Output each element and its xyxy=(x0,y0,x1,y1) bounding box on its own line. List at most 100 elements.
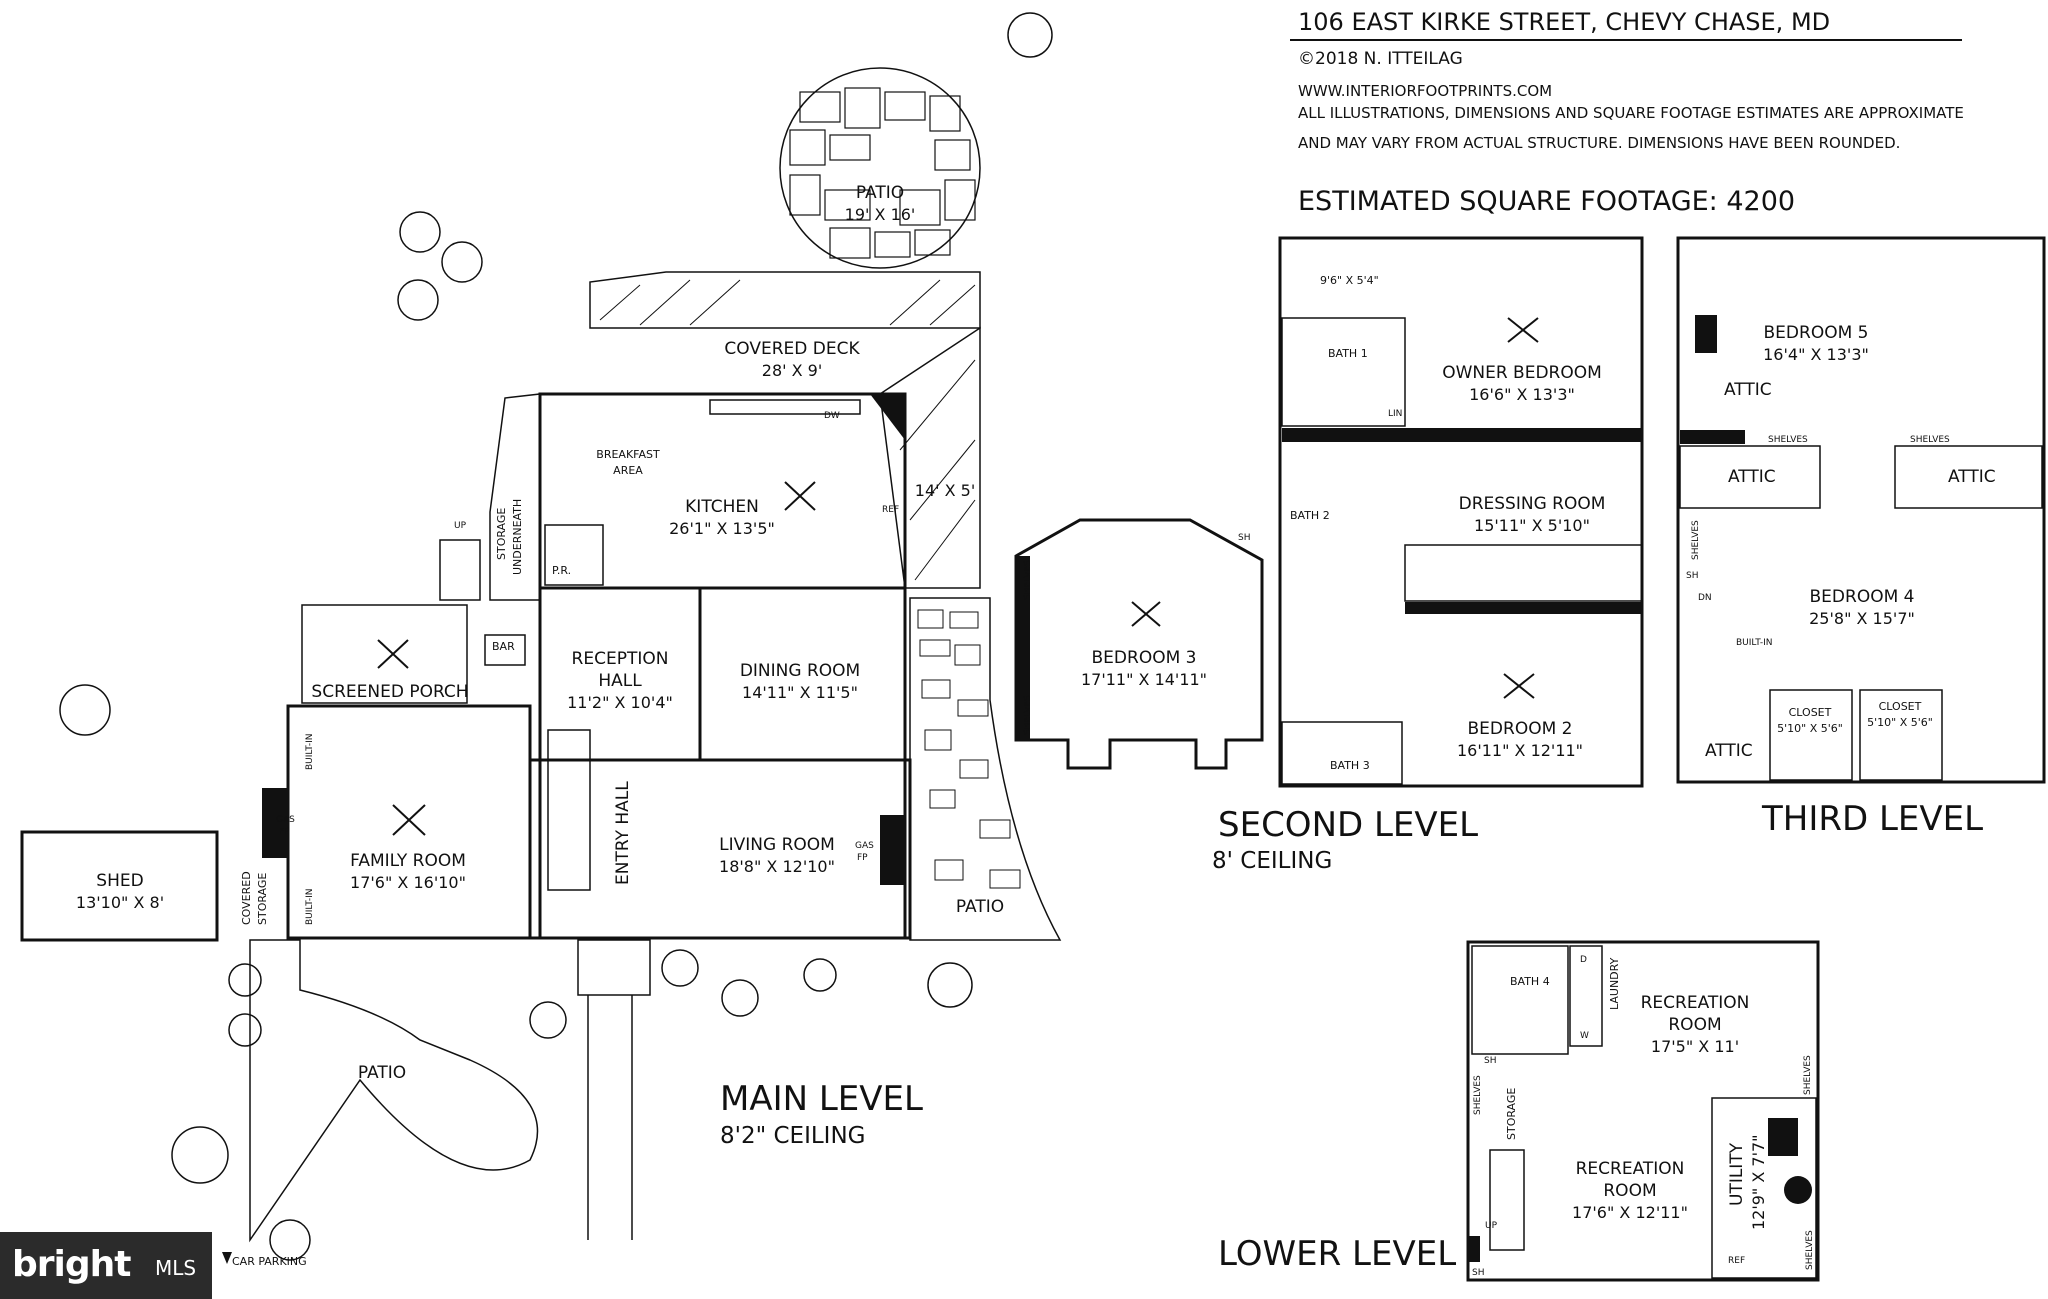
fan-icon xyxy=(784,481,816,511)
bedroom3-shelves-bottom: SHELVES xyxy=(1023,695,1033,735)
fridge-label: REF xyxy=(882,505,899,515)
bright-mls-logo: bright MLS xyxy=(0,1232,212,1299)
third-level-title: THIRD LEVEL xyxy=(1761,799,1983,839)
rec1-label-1: RECREATION xyxy=(1641,993,1750,1013)
owner-bedroom-dim: 16'6" X 13'3" xyxy=(1469,385,1575,404)
bath4-outline xyxy=(1471,945,1569,1055)
breakfast-label-1: BREAKFAST xyxy=(596,448,660,461)
bedroom3-sh-label: SH xyxy=(1238,533,1250,543)
lower-level-title: LOWER LEVEL xyxy=(1218,1234,1456,1274)
storage-label-2: UNDERNEATH xyxy=(511,499,524,575)
bedroom2-dim: 16'11" X 12'11" xyxy=(1457,741,1583,760)
attic-label-1: ATTIC xyxy=(1724,380,1772,400)
bedroom3-shelves-top: SHELVES xyxy=(1023,560,1033,600)
kitchen-label: KITCHEN xyxy=(685,497,759,517)
powder-room-label: P.R. xyxy=(552,564,571,577)
living-gas-fp-b: FP xyxy=(857,853,868,863)
reception-dining-walls xyxy=(538,586,907,940)
closet-dim-label: 9'6" X 5'4" xyxy=(1320,274,1379,287)
lower-ref-label: REF xyxy=(1728,1256,1745,1266)
rec1-dim: 17'5" X 11' xyxy=(1651,1037,1739,1056)
bottom-patio-label: PATIO xyxy=(358,1063,406,1083)
main-level-title: MAIN LEVEL xyxy=(720,1079,923,1119)
screened-porch-outline xyxy=(301,604,468,704)
bedroom5-dim: 16'4" X 13'3" xyxy=(1763,345,1869,364)
utility-dim: 12'9" X 7'7" xyxy=(1749,1134,1768,1230)
bedroom2-fan-icon xyxy=(1503,673,1535,699)
attic-3-outline xyxy=(1894,445,2043,509)
covered-deck-outline xyxy=(589,271,981,329)
bar-label: BAR xyxy=(492,640,515,653)
disclaimer-line-2: AND MAY VARY FROM ACTUAL STRUCTURE. DIME… xyxy=(1298,134,1900,152)
address-text: 106 EAST KIRKE STREET, CHEVY CHASE, MD xyxy=(1298,8,1830,36)
utility-outline xyxy=(1711,1097,1817,1279)
family-fireplace xyxy=(262,788,288,858)
shelves-label-a: SHELVES xyxy=(1768,435,1808,445)
covered-deck-dim: 28' X 9' xyxy=(762,361,822,380)
bath4-label: BATH 4 xyxy=(1510,975,1550,988)
square-footage-text: ESTIMATED SQUARE FOOTAGE: 4200 xyxy=(1298,186,1795,217)
bedroom3-walls xyxy=(1014,518,1264,770)
side-patio-label: PATIO xyxy=(956,897,1004,917)
chimney-block xyxy=(1695,315,1717,353)
closet-a-label: CLOSET xyxy=(1789,706,1832,719)
car-parking-label: CAR PARKING xyxy=(232,1255,307,1268)
dressing-room-label: DRESSING ROOM xyxy=(1459,494,1606,514)
third-sh-label: SH xyxy=(1686,571,1698,581)
patio-circle xyxy=(779,67,981,269)
second-level-title: SECOND LEVEL xyxy=(1218,805,1478,845)
lower-sh-label-b: SH xyxy=(1472,1268,1484,1278)
living-gas-fp-a: GAS xyxy=(855,841,874,851)
bedroom3-fan-icon xyxy=(1131,601,1161,627)
family-room-dim: 17'6" X 16'10" xyxy=(350,873,466,892)
side-deck-outline xyxy=(879,326,981,589)
covered-deck-label: COVERED DECK xyxy=(724,339,860,359)
powder-room xyxy=(544,524,604,586)
entry-stairs xyxy=(547,729,591,891)
family-fan-icon xyxy=(392,804,426,836)
dryer-label: D xyxy=(1580,955,1587,965)
second-level-outer-walls xyxy=(1278,236,1644,788)
bath3-label: BATH 3 xyxy=(1330,759,1370,772)
living-room-dim: 18'8" X 12'10" xyxy=(719,857,835,876)
deck-hatching xyxy=(599,279,976,326)
living-room-label: LIVING ROOM xyxy=(719,835,835,855)
logo-suffix: MLS xyxy=(155,1256,197,1280)
copyright-text: ©2018 N. ITTEILAG xyxy=(1298,49,1463,69)
kitchen-dim: 26'1" X 13'5" xyxy=(669,519,775,538)
utility-water-heater xyxy=(1784,1176,1812,1204)
dressing-room-dim: 15'11" X 5'10" xyxy=(1474,516,1590,535)
linen-label: LIN xyxy=(1388,409,1402,419)
bath3-outline xyxy=(1281,721,1403,785)
covered-storage-label-2: STORAGE xyxy=(256,873,269,925)
third-dn-label: DN xyxy=(1698,593,1712,603)
bar-box xyxy=(484,634,526,666)
attic-label-2: ATTIC xyxy=(1728,467,1776,487)
lower-shelves-b: SHELVES xyxy=(1473,1075,1483,1115)
entry-hall-label: ENTRY HALL xyxy=(613,781,633,885)
closet-a-outline xyxy=(1769,689,1853,781)
storage-underneath xyxy=(489,393,541,601)
bottom-patio-outline xyxy=(249,939,539,1243)
dining-label: DINING ROOM xyxy=(740,661,860,681)
living-fireplace xyxy=(880,815,905,885)
third-level-outer-walls xyxy=(1676,236,2046,784)
stone-pattern xyxy=(917,609,1021,889)
reception-label-2: HALL xyxy=(598,671,642,691)
side-deck-dim: 14' X 5' xyxy=(915,481,975,500)
shed-dim: 13'10" X 8' xyxy=(76,893,164,912)
header-block: 106 EAST KIRKE STREET, CHEVY CHASE, MD ©… xyxy=(1290,8,1964,217)
lower-up-label: UP xyxy=(1485,1221,1498,1231)
third-built-in-label: BUILT-IN xyxy=(1736,638,1773,648)
second-level-divider-wall xyxy=(1282,428,1642,442)
bedroom4-dim: 25'8" X 15'7" xyxy=(1809,609,1915,628)
lower-level-outer-walls xyxy=(1466,940,1820,1282)
closet-a-dim: 5'10" X 5'6" xyxy=(1777,722,1843,735)
shelves-label-b: SHELVES xyxy=(1910,435,1950,445)
screened-porch-label: SCREENED PORCH xyxy=(311,682,468,702)
front-steps xyxy=(577,939,651,996)
attic-label-3: ATTIC xyxy=(1948,467,1996,487)
bedroom4-label: BEDROOM 4 xyxy=(1810,587,1915,607)
stone-patio-outline xyxy=(909,597,1062,941)
logo-brand: bright xyxy=(12,1244,131,1285)
